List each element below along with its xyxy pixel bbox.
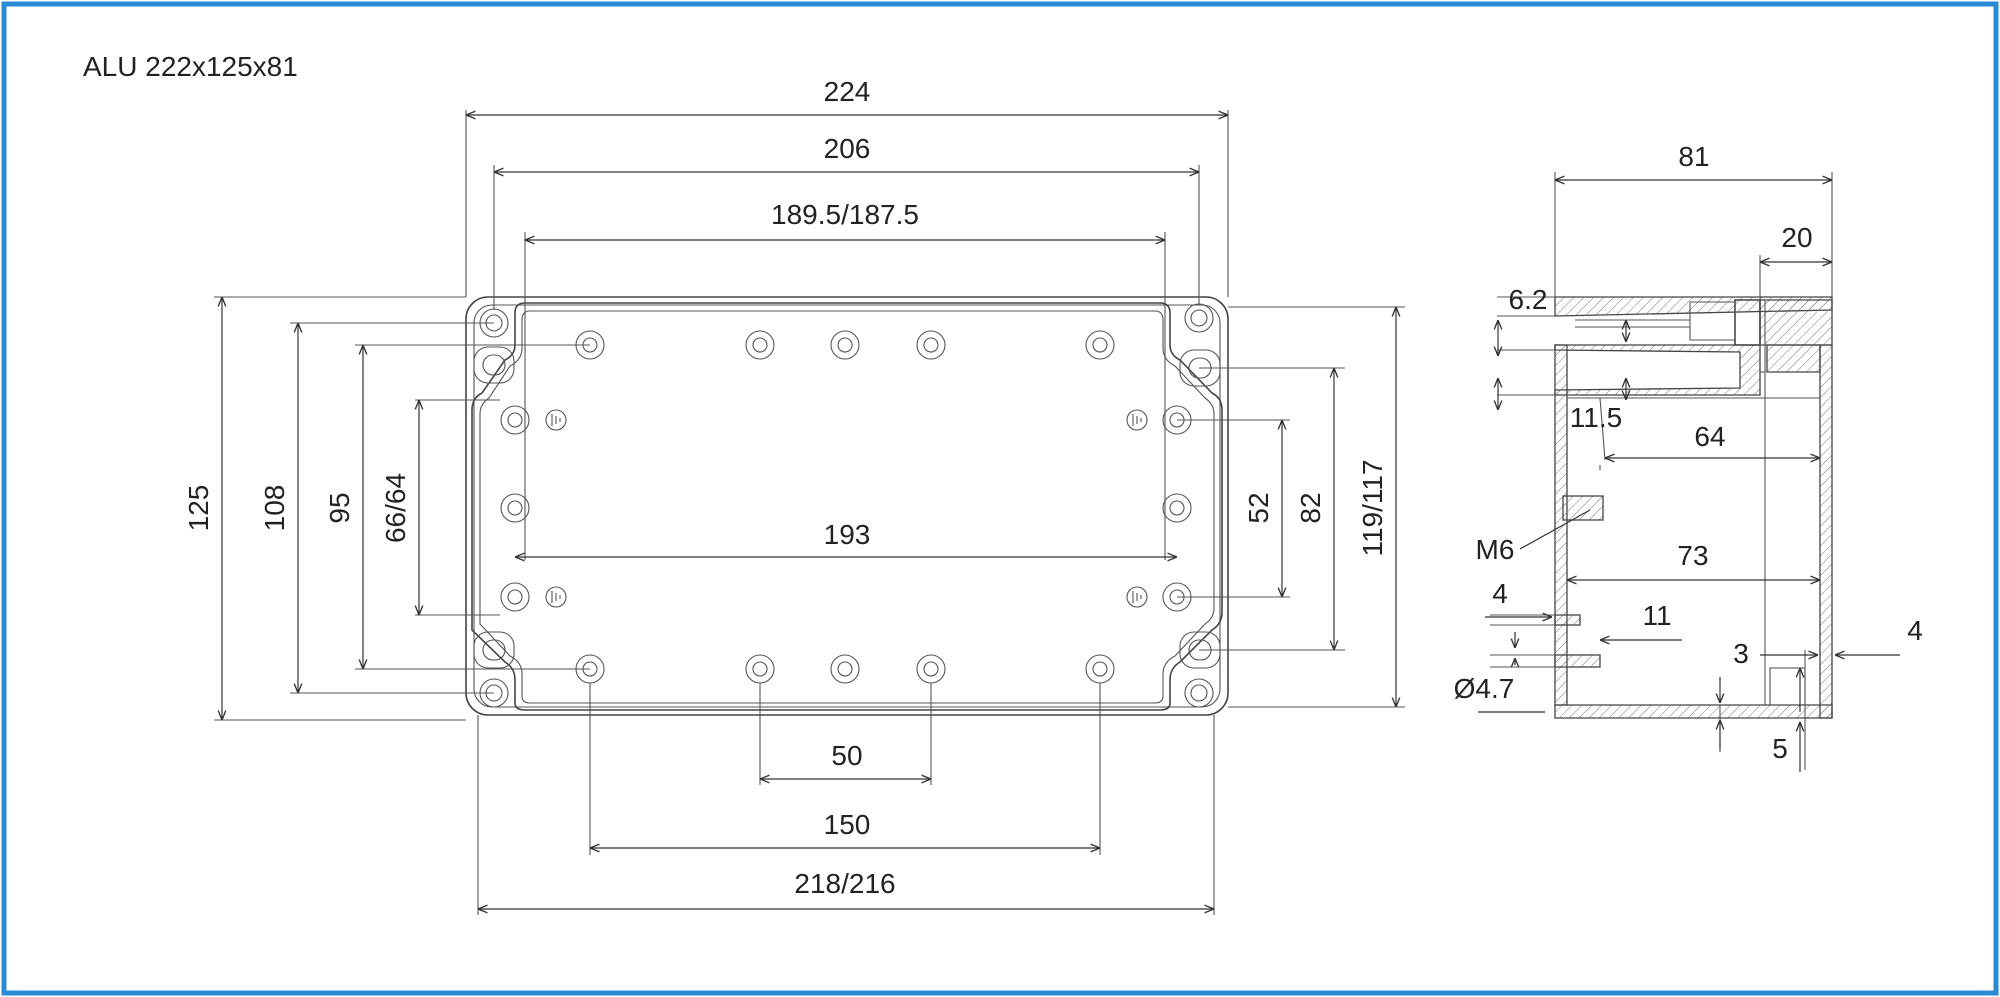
mounting-slot-inner <box>482 354 506 376</box>
lid-corner-lower <box>1766 344 1821 373</box>
mounting-slot-inner <box>482 639 506 661</box>
dim-64: 64 <box>1694 421 1725 452</box>
lid-bosses <box>575 330 1115 684</box>
enclosure-outer <box>465 296 1229 716</box>
dim-4-right: 4 <box>1907 615 1923 646</box>
dim-height-95: 95 <box>324 492 355 523</box>
dim-lid-depth: 20 <box>1781 222 1812 253</box>
side-extension-lines <box>1490 172 1833 770</box>
left-wall <box>1554 344 1568 706</box>
dim-11-5: 11.5 <box>1570 402 1622 433</box>
screw-hole <box>1184 303 1214 333</box>
ground-icon <box>545 586 567 608</box>
dim-width-base: 218/216 <box>794 868 895 899</box>
title: ALU 222x125x81 <box>83 51 298 82</box>
lid-flange <box>1554 344 1761 396</box>
dim-height-82: 82 <box>1295 492 1326 523</box>
mounting-slot <box>473 346 515 384</box>
dim-spacing-large: 150 <box>824 809 871 840</box>
enclosure-outer-inner-edge <box>473 304 1221 708</box>
dim-width-holes: 206 <box>824 133 871 164</box>
enclosure-inner-profile <box>479 310 1215 704</box>
dim-11: 11 <box>1642 600 1671 631</box>
dim-6-2: 6.2 <box>1509 284 1548 315</box>
ground-icon <box>1126 586 1148 608</box>
dim-width-overall: 224 <box>824 76 871 107</box>
m6-insert <box>1562 495 1604 521</box>
side-view: 81 20 6.2 11.5 64 M6 73 4 11 3 4 Ø4.7 5 <box>1454 141 1923 772</box>
screw-hole-inner <box>1190 684 1208 702</box>
dim-73: 73 <box>1677 540 1708 571</box>
dim-5: 5 <box>1772 733 1788 764</box>
wall-hole-top <box>1554 614 1581 626</box>
enclosure-lid-profile <box>471 302 1223 711</box>
dim-height-overall: 125 <box>183 485 214 532</box>
dim-3: 3 <box>1733 638 1749 669</box>
dim-depth-overall: 81 <box>1678 141 1709 172</box>
screw-hole <box>1184 678 1214 708</box>
side-bosses <box>500 405 1192 612</box>
wall-hole-bottom <box>1554 654 1601 668</box>
screw-hole-inner <box>1190 309 1208 327</box>
dim-4-left: 4 <box>1492 578 1508 609</box>
dim-height-52: 52 <box>1243 492 1274 523</box>
dim-height-holes: 108 <box>259 485 290 532</box>
thread-label: M6 <box>1476 534 1515 565</box>
right-wall <box>1819 344 1833 719</box>
mounting-slot <box>473 631 515 669</box>
mounting-slots <box>473 346 1221 669</box>
side-dimension-lines <box>1478 180 1900 772</box>
bottom-wall <box>1554 704 1833 719</box>
ground-icon <box>545 409 567 431</box>
ground-icon <box>1126 409 1148 431</box>
dim-height-inner: 66/64 <box>380 473 411 543</box>
corner-screws <box>479 303 1214 708</box>
dimension-lines <box>222 115 1396 909</box>
dim-height-body: 119/117 <box>1357 459 1388 556</box>
dim-hole-diameter: Ø4.7 <box>1454 673 1515 704</box>
extension-lines <box>214 110 1405 915</box>
dim-width-inner: 189.5/187.5 <box>771 199 919 230</box>
lid-corner <box>1759 299 1833 346</box>
dim-inner-span: 193 <box>824 519 871 550</box>
front-view: 224 206 189.5/187.5 193 50 150 218/216 1… <box>183 76 1405 915</box>
dim-spacing-small: 50 <box>831 740 862 771</box>
